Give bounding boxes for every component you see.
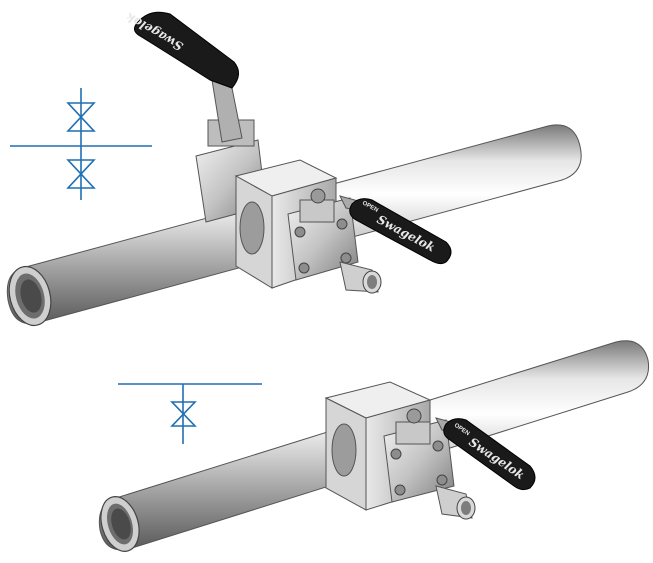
single-block-valve-assembly: OPEN Swagelok: [98, 340, 650, 552]
front-valve-handle[interactable]: OPEN Swagelok: [435, 417, 536, 491]
top-valve-handle[interactable]: Swagelok: [123, 10, 243, 143]
single-valve-symbol-icon: [118, 383, 262, 444]
front-valve-body: [287, 188, 382, 294]
front-valve-body: [383, 408, 476, 520]
double-block-valve-assembly: Swagelok OPEN Swagelok: [6, 10, 582, 327]
double-valve-symbol-icon: [10, 88, 152, 200]
